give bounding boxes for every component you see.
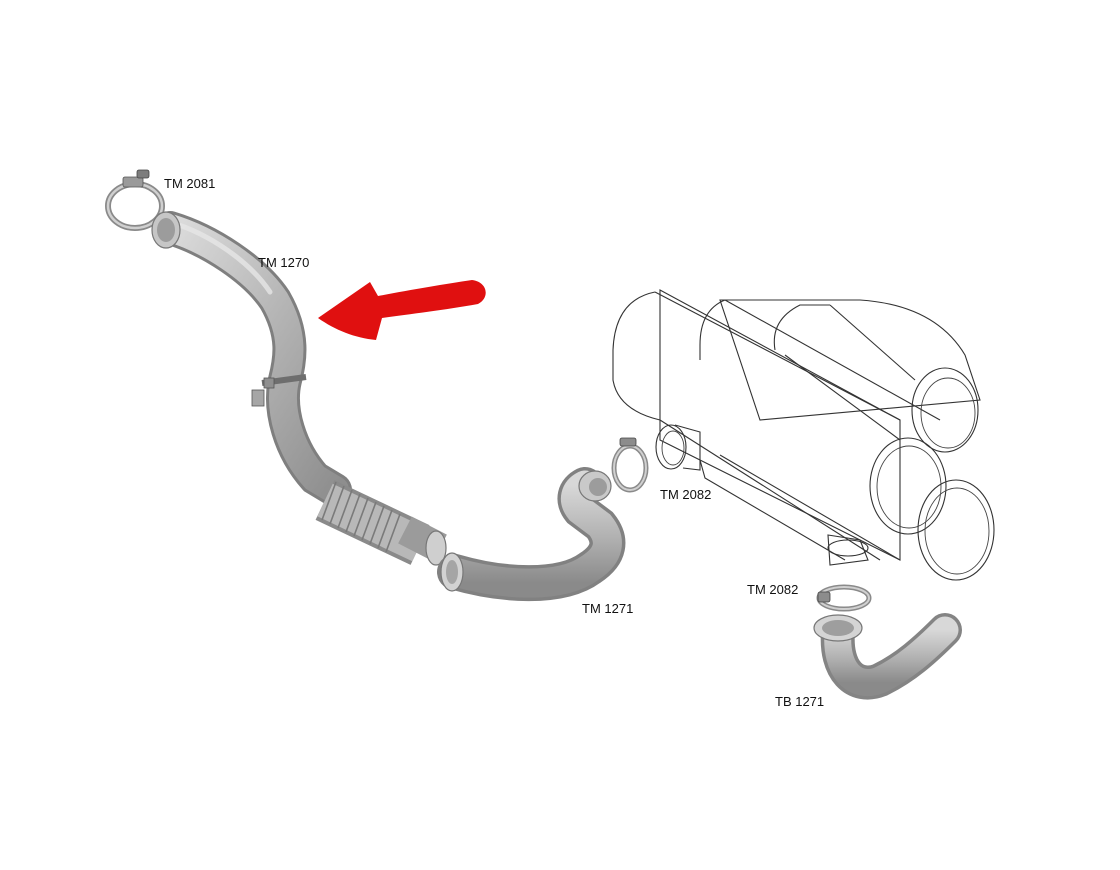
label-clamp-tm-2081: TM 2081 (164, 176, 215, 191)
tail-pipe-tb-1271[interactable] (813, 613, 962, 700)
label-tail-pipe-tb-1271: TB 1271 (775, 694, 824, 709)
clamp-tm-2082-outlet[interactable] (816, 584, 872, 612)
front-pipe-tm-1270[interactable] (151, 211, 352, 507)
flex-bellows (315, 480, 447, 566)
label-front-pipe-tm-1270: TM 1270 (258, 255, 309, 270)
label-clamp-tm-2082-outlet: TM 2082 (747, 582, 798, 597)
mid-pipe-tm-1271[interactable] (437, 467, 626, 602)
muffler-assembly (612, 289, 995, 581)
label-mid-pipe-tm-1271: TM 1271 (582, 601, 633, 616)
red-arrow-icon (318, 280, 486, 340)
clamp-tm-2082-muffler[interactable] (611, 437, 649, 493)
label-clamp-tm-2082-muffler: TM 2082 (660, 487, 711, 502)
clamp-tm-2081[interactable] (105, 169, 165, 231)
